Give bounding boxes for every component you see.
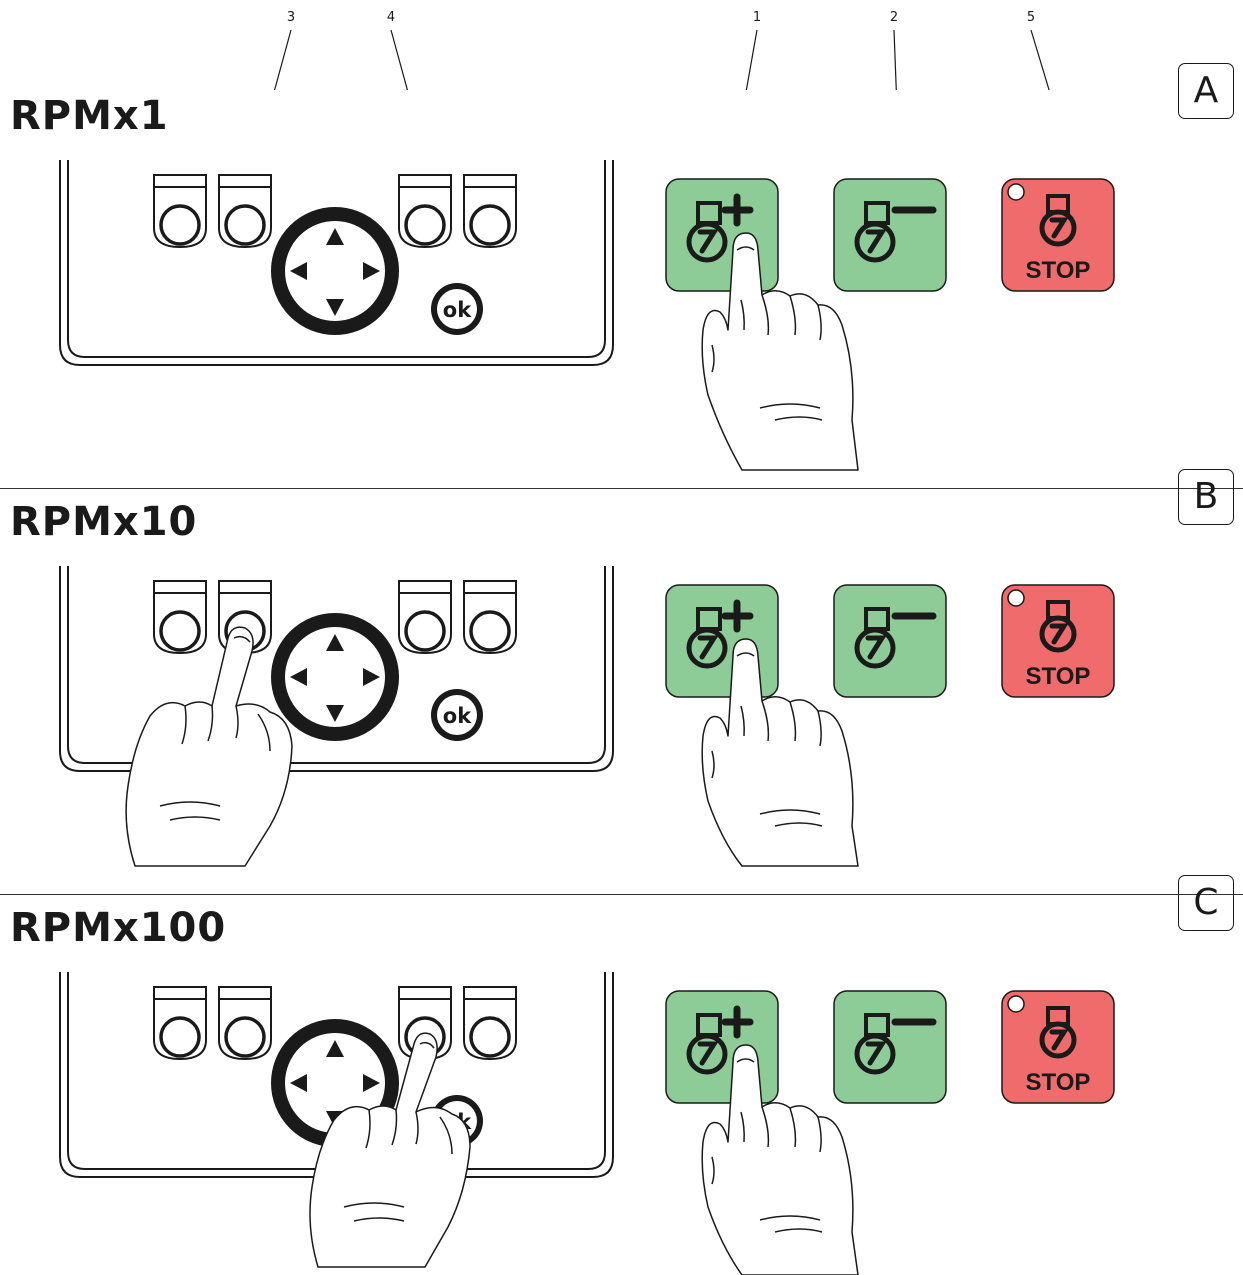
engine-stop-icon — [1039, 1006, 1077, 1059]
arrow-left-icon — [290, 262, 307, 280]
engine-stop-button: STOP — [1001, 990, 1115, 1104]
rpm-increase-icon — [686, 599, 754, 669]
arrow-up-icon — [326, 1040, 344, 1057]
pointing-hand-icon — [701, 1044, 859, 1275]
rpm-decrease-button — [833, 584, 947, 698]
control-panel — [59, 566, 614, 772]
rpm-decrease-icon — [854, 607, 937, 669]
rpm-decrease-icon — [854, 201, 937, 263]
section-letter: B — [1178, 469, 1234, 525]
pointing-hand-icon — [701, 638, 859, 867]
rpm-increase-button — [665, 178, 779, 292]
function-key-4 — [463, 986, 517, 1061]
svg-text:STOP: STOP — [1026, 257, 1091, 284]
function-key-1 — [153, 580, 207, 655]
rpm-decrease-icon — [854, 1013, 937, 1075]
section-divider — [0, 488, 1243, 489]
section-a-drawing: ok — [59, 160, 1115, 471]
section-b-drawing: ok — [59, 566, 1115, 867]
ok-button: ok — [431, 689, 483, 741]
rpm-increase-button — [665, 584, 779, 698]
rpm-decrease-button — [833, 990, 947, 1104]
engine-stop-icon — [1039, 194, 1077, 247]
arrow-up-icon — [326, 634, 344, 651]
callout-4: 4 — [386, 10, 396, 25]
callout-3: 3 — [286, 10, 296, 25]
arrow-right-icon — [363, 262, 380, 280]
svg-text:STOP: STOP — [1026, 1069, 1091, 1096]
rpm-decrease-button — [833, 178, 947, 292]
ok-button: ok — [431, 283, 483, 335]
function-key-4 — [463, 174, 517, 249]
section-title: RPMx1 — [10, 93, 169, 139]
section-letter: A — [1178, 63, 1234, 119]
arrow-right-icon — [363, 668, 380, 686]
control-panel — [59, 160, 614, 366]
section-a: RPMx1 A — [0, 0, 1243, 471]
pointing-hand-icon — [125, 626, 293, 867]
rpm-increase-button — [665, 990, 779, 1104]
arrow-up-icon — [326, 228, 344, 245]
arrow-right-icon — [363, 1074, 380, 1092]
pointing-hand-icon — [701, 232, 859, 471]
callout-1: 1 — [752, 10, 762, 25]
section-b: RPMx10 B — [0, 406, 1243, 867]
function-key-3 — [398, 174, 452, 249]
arrow-down-icon — [326, 705, 344, 722]
callout-leader-lines — [273, 29, 1050, 90]
pointing-hand-icon — [309, 1032, 471, 1268]
svg-text:ok: ok — [443, 298, 472, 322]
section-title: RPMx100 — [10, 905, 227, 951]
section-c: RPMx100 C — [0, 812, 1243, 1275]
engine-stop-button: STOP — [1001, 584, 1115, 698]
rpm-increase-icon — [686, 193, 754, 263]
callout-2: 2 — [889, 10, 899, 25]
arrow-left-icon — [290, 1074, 307, 1092]
svg-text:STOP: STOP — [1026, 663, 1091, 690]
section-c-drawing: ok — [59, 972, 1115, 1275]
navigation-pad — [271, 613, 399, 741]
section-divider — [0, 894, 1243, 895]
arrow-down-icon — [326, 299, 344, 316]
engine-stop-button: STOP — [1001, 178, 1115, 292]
arrow-left-icon — [290, 668, 307, 686]
svg-text:ok: ok — [443, 704, 472, 728]
function-key-1 — [153, 986, 207, 1061]
rpm-increase-icon — [686, 1005, 754, 1075]
function-key-3 — [398, 580, 452, 655]
function-key-2 — [218, 174, 272, 249]
function-key-4 — [463, 580, 517, 655]
callout-5: 5 — [1026, 10, 1036, 25]
section-title: RPMx10 — [10, 499, 198, 545]
engine-stop-icon — [1039, 600, 1077, 653]
section-letter: C — [1178, 875, 1234, 931]
function-key-1 — [153, 174, 207, 249]
function-key-2 — [218, 986, 272, 1061]
navigation-pad — [271, 207, 399, 335]
